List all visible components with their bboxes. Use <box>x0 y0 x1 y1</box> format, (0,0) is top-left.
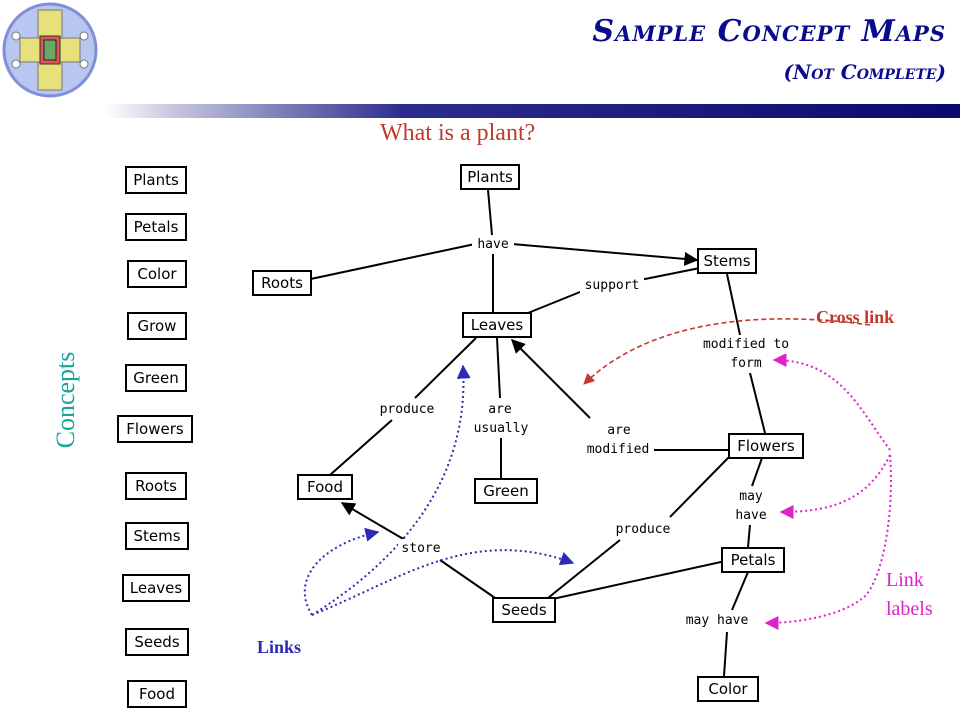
concept-roots: Roots <box>125 472 187 500</box>
label-may-have-1b: have <box>730 506 772 525</box>
plant-logo <box>2 2 98 98</box>
annotation-cross-link: Cross link <box>816 307 895 327</box>
node-plants: Plants <box>460 164 520 190</box>
node-petals: Petals <box>721 547 785 573</box>
annotation-link-labels-2: labels <box>886 598 933 620</box>
concept-grow: Grow <box>127 312 187 340</box>
annotation-links: Links <box>257 637 302 657</box>
concept-stems: Stems <box>125 522 189 550</box>
node-flowers: Flowers <box>728 433 804 459</box>
annotation-link-labels-1: Link <box>886 569 924 591</box>
node-stems: Stems <box>697 248 757 274</box>
concept-seeds: Seeds <box>125 628 189 656</box>
node-food: Food <box>297 474 353 500</box>
edge-seeds-store <box>439 559 499 601</box>
node-green: Green <box>474 478 538 504</box>
edge-petals-mayhave <box>731 571 749 611</box>
concept-flowers: Flowers <box>117 415 193 443</box>
node-leaves: Leaves <box>462 312 532 338</box>
edge-stems-modified <box>726 273 741 336</box>
linklabel-arrow-2 <box>779 454 891 519</box>
edge-leaves-areusually <box>496 337 501 399</box>
title-divider <box>104 104 960 118</box>
concept-color: Color <box>127 260 187 288</box>
concept-plants: Plants <box>125 166 187 194</box>
edge-produce-food <box>329 419 393 476</box>
edge-aremodified-leaves <box>511 339 591 419</box>
concept-food: Food <box>127 680 187 708</box>
edge-produce-seeds <box>547 539 621 599</box>
edge-have-roots <box>305 243 476 281</box>
slide-title: Sample Concept Maps <box>592 14 946 49</box>
edge-leaves-support <box>527 289 586 314</box>
label-are-usually-2: usually <box>470 419 532 438</box>
edge-store-food <box>340 502 406 541</box>
label-support: support <box>580 276 644 295</box>
concept-petals: Petals <box>125 213 187 241</box>
label-are-modified-1: are <box>604 421 634 440</box>
label-produce-2: produce <box>610 520 676 539</box>
links-arrow-2 <box>311 364 471 616</box>
edge-flowers-mayhave <box>751 457 763 487</box>
links-arrow-3 <box>311 549 575 616</box>
edge-mayhave-color <box>723 631 728 677</box>
slide-subtitle: (Not Complete) <box>783 60 946 84</box>
node-color: Color <box>697 676 759 702</box>
label-are-usually-1: are <box>484 400 516 419</box>
edge-plants-have <box>487 189 493 236</box>
focus-question: What is a plant? <box>380 120 536 146</box>
cross-link-arrow <box>583 318 871 385</box>
edge-seeds-petals <box>547 559 731 601</box>
label-may-have-2: may have <box>678 611 756 630</box>
label-form: form <box>726 354 766 373</box>
label-produce-1: produce <box>374 400 440 419</box>
links-arrow-1 <box>303 527 380 616</box>
label-are-modified-2: modified <box>582 440 654 459</box>
concept-green: Green <box>125 364 187 392</box>
edge-leaves-produce <box>414 337 477 399</box>
edge-modified-flowers <box>749 372 766 434</box>
node-roots: Roots <box>252 270 312 296</box>
edge-have-stems <box>511 243 699 266</box>
concept-leaves: Leaves <box>122 574 190 602</box>
node-seeds: Seeds <box>492 597 556 623</box>
label-have: have <box>472 235 514 254</box>
label-may-have-1a: may <box>732 487 770 506</box>
edge-support-stems <box>639 267 701 281</box>
edge-mayhave-petals <box>747 524 751 548</box>
label-store: store <box>398 539 444 558</box>
label-modified-to: modified to <box>700 335 792 354</box>
edge-flowers-produce <box>669 455 731 518</box>
